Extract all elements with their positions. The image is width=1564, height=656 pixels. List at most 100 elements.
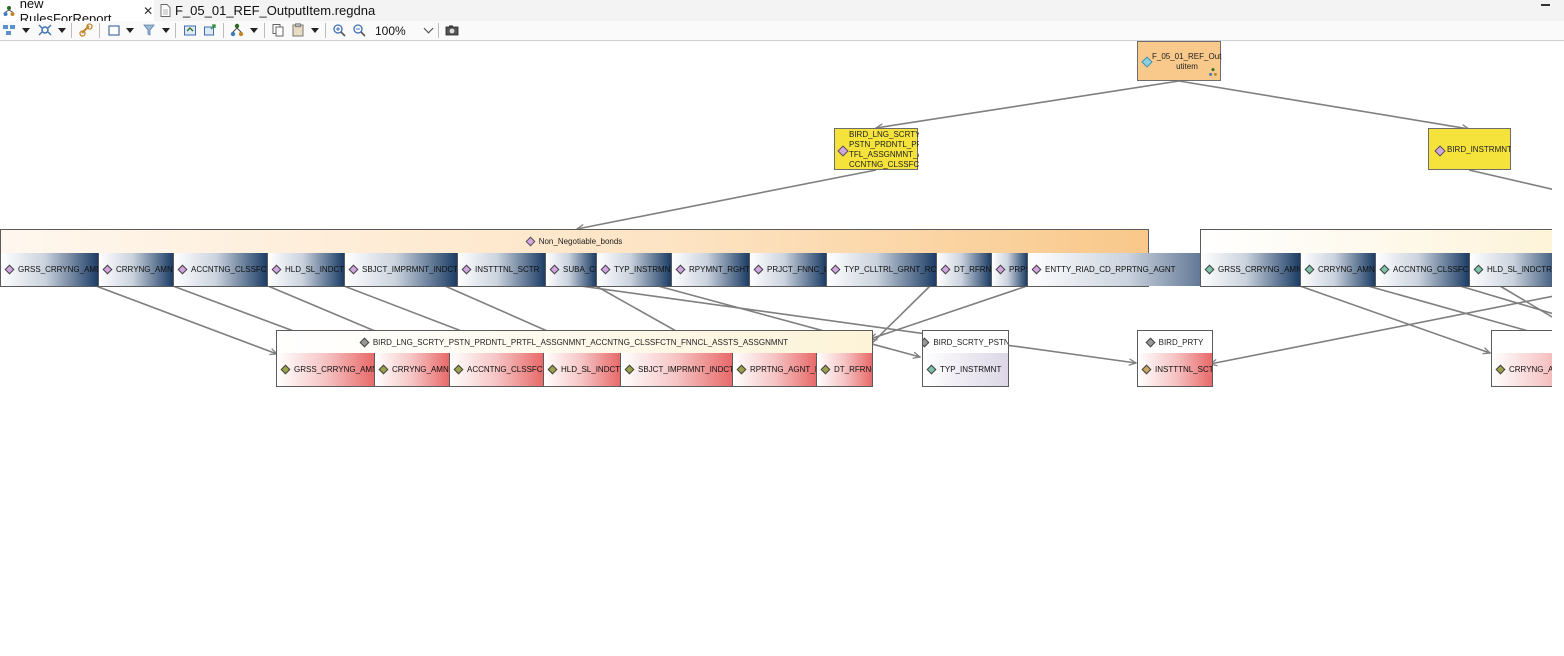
mapping-edge[interactable] bbox=[95, 285, 277, 354]
field-cell[interactable]: TYP_INSTRMNT bbox=[597, 253, 672, 286]
field-cell[interactable]: HLD_SL_INDCTR bbox=[268, 253, 345, 286]
field-diamond-icon bbox=[600, 264, 611, 275]
field-diamond-icon bbox=[453, 364, 464, 375]
field-cell[interactable]: RPRTNG_AGNT_ID bbox=[733, 353, 817, 386]
field-cell[interactable]: DT_RFRNC bbox=[817, 353, 872, 386]
field-cell[interactable]: INSTTTNL_SCTR bbox=[458, 253, 546, 286]
file-icon bbox=[160, 4, 171, 17]
mapping-edge[interactable] bbox=[1210, 293, 1564, 364]
toolbar-separator bbox=[325, 23, 326, 38]
field-label: PRPS bbox=[1009, 265, 1027, 274]
field-cell[interactable]: HLD_SL_INDCTR bbox=[1470, 253, 1564, 286]
output-item-node[interactable]: F_05_01_REF_Outp utitem bbox=[1137, 41, 1222, 81]
field-cell[interactable]: CRRYNG_AMNT bbox=[99, 253, 174, 286]
field-cell[interactable]: PRJCT_FNNC_LN bbox=[750, 253, 827, 286]
field-cell[interactable]: RPYMNT_RGHTS bbox=[672, 253, 750, 286]
lng-scrty-node[interactable]: BIRD_LNG_SCRTY_ PSTN_PRDNTL_PR TFL_ASSGN… bbox=[834, 128, 919, 170]
group-title: BIRD_SCRTY_PSTN bbox=[933, 337, 1008, 347]
diagram-toolbar: 100% bbox=[0, 21, 1564, 41]
arrange-icon[interactable] bbox=[37, 22, 53, 38]
export-image-icon[interactable] bbox=[202, 22, 218, 38]
field-cell[interactable]: ACCNTNG_CLSSFCTN bbox=[450, 353, 544, 386]
field-label: DT_RFRNC bbox=[954, 265, 992, 274]
select-icon[interactable] bbox=[106, 22, 122, 38]
zoom-in-icon[interactable] bbox=[331, 22, 347, 38]
hierarchy-icon[interactable] bbox=[229, 22, 245, 38]
chevron-down-icon[interactable] bbox=[311, 28, 319, 33]
field-cell[interactable]: SUBA_CD bbox=[546, 253, 597, 286]
chevron-down-icon[interactable] bbox=[162, 28, 170, 33]
link-icon[interactable] bbox=[78, 22, 94, 38]
field-cell[interactable]: CRRYNG_AMNT bbox=[1301, 253, 1376, 286]
field-label: HLD_SL_INDCTR bbox=[285, 265, 345, 274]
field-cell[interactable]: GRSS_CRRYNG_AMNT bbox=[277, 353, 375, 386]
field-diamond-icon bbox=[1141, 364, 1152, 375]
field-cell[interactable]: TYP_CLLTRL_GRNT_RCVD bbox=[827, 253, 937, 286]
field-label: TYP_INSTRMNT bbox=[940, 365, 1002, 374]
chevron-down-icon[interactable] bbox=[22, 28, 30, 33]
toolbar-separator bbox=[175, 23, 176, 38]
field-diamond-icon bbox=[820, 364, 831, 375]
field-cell[interactable]: PRPS bbox=[992, 253, 1028, 286]
mapping-edge[interactable] bbox=[657, 285, 920, 357]
hierarchy-icon bbox=[1209, 68, 1217, 78]
scrty-pstn-target[interactable]: BIRD_SCRTY_PSTN TYP_INSTRMNT bbox=[922, 330, 1009, 387]
export-icon[interactable] bbox=[182, 22, 198, 38]
vertical-scrollbar[interactable] bbox=[1552, 41, 1564, 656]
field-cell[interactable]: CRRYNG_AMNT bbox=[375, 353, 450, 386]
mapping-edge[interactable] bbox=[1468, 169, 1564, 192]
minimize-icon[interactable] bbox=[1541, 4, 1550, 6]
toolbar-separator bbox=[223, 23, 224, 38]
field-cell[interactable]: GRSS_CRRYNG_AMNT bbox=[1, 253, 99, 286]
group-header: Non_Negotiable_bonds bbox=[1, 230, 1148, 254]
close-icon[interactable]: ✕ bbox=[143, 3, 154, 18]
tab-regdna-file[interactable]: F_05_01_REF_OutputItem.regdna bbox=[157, 0, 375, 21]
mapping-edge[interactable] bbox=[870, 285, 1028, 339]
group-diamond-icon bbox=[923, 337, 930, 347]
field-cell[interactable]: TYP_INSTRMNT bbox=[923, 353, 1008, 386]
field-cell[interactable]: DT_RFRNC bbox=[937, 253, 992, 286]
group-title: BIRD_PRTY bbox=[1158, 337, 1204, 347]
filter-icon[interactable] bbox=[141, 22, 157, 38]
field-cell[interactable]: GRSS_CRRYNG_AMNT bbox=[1201, 253, 1301, 286]
mapping-edge[interactable] bbox=[1299, 285, 1490, 353]
chevron-down-icon[interactable] bbox=[250, 28, 258, 33]
field-diamond-icon bbox=[1379, 264, 1390, 275]
mapping-edge[interactable] bbox=[577, 169, 877, 229]
node-diamond-icon bbox=[1434, 145, 1446, 157]
chevron-down-icon[interactable] bbox=[58, 28, 66, 33]
chevron-down-icon[interactable] bbox=[126, 28, 134, 33]
field-cell[interactable]: ACCNTNG_CLSSFCTN bbox=[1376, 253, 1470, 286]
zoom-out-icon[interactable] bbox=[351, 22, 367, 38]
field-cell[interactable]: ACCNTNG_CLSSFCTN bbox=[174, 253, 268, 286]
group-diamond-icon bbox=[359, 337, 370, 347]
mapping-edge[interactable] bbox=[1178, 80, 1469, 129]
group-diamond-icon bbox=[525, 236, 536, 247]
group-title: Non_Negotiable_bonds bbox=[538, 237, 623, 246]
field-cell[interactable]: SBJCT_IMPRMNT_INDCTR bbox=[621, 353, 733, 386]
instrmnt-node[interactable]: BIRD_INSTRMNT bbox=[1428, 128, 1511, 170]
lng-assignment-target[interactable]: BIRD_LNG_SCRTY_PSTN_PRDNTL_PRTFL_ASSGNMN… bbox=[276, 330, 873, 387]
field-label: SUBA_CD bbox=[563, 265, 596, 274]
zoom-select[interactable]: 100% bbox=[373, 22, 435, 39]
mapping-edge[interactable] bbox=[529, 278, 1136, 363]
copy-icon[interactable] bbox=[270, 22, 286, 38]
field-diamond-icon bbox=[995, 264, 1006, 275]
tab-new-rules-for-report[interactable]: new RulesForReport ✕ bbox=[0, 0, 154, 26]
node-diamond-icon bbox=[837, 145, 849, 157]
mapping-edge[interactable] bbox=[876, 80, 1180, 128]
field-label: GRSS_CRRYNG_AMNT bbox=[294, 365, 375, 374]
field-cell[interactable]: INSTTTNL_SCTR bbox=[1138, 353, 1212, 386]
layout-icon[interactable] bbox=[1, 22, 17, 38]
prty-target[interactable]: BIRD_PRTY INSTTTNL_SCTR bbox=[1137, 330, 1213, 387]
field-cell[interactable]: HLD_SL_INDCTR bbox=[544, 353, 621, 386]
field-label: RPYMNT_RGHTS bbox=[689, 265, 750, 274]
diagram-canvas[interactable]: F_05_01_REF_Outp utitem BIRD_LNG_SCRTY_ … bbox=[0, 41, 1564, 656]
field-label: DT_RFRNC bbox=[834, 365, 872, 374]
field-cell[interactable]: SBJCT_IMPRMNT_INDCTR bbox=[345, 253, 458, 286]
camera-icon[interactable] bbox=[444, 22, 460, 38]
paste-icon[interactable] bbox=[290, 22, 306, 38]
mapping-edge[interactable] bbox=[1459, 285, 1564, 317]
